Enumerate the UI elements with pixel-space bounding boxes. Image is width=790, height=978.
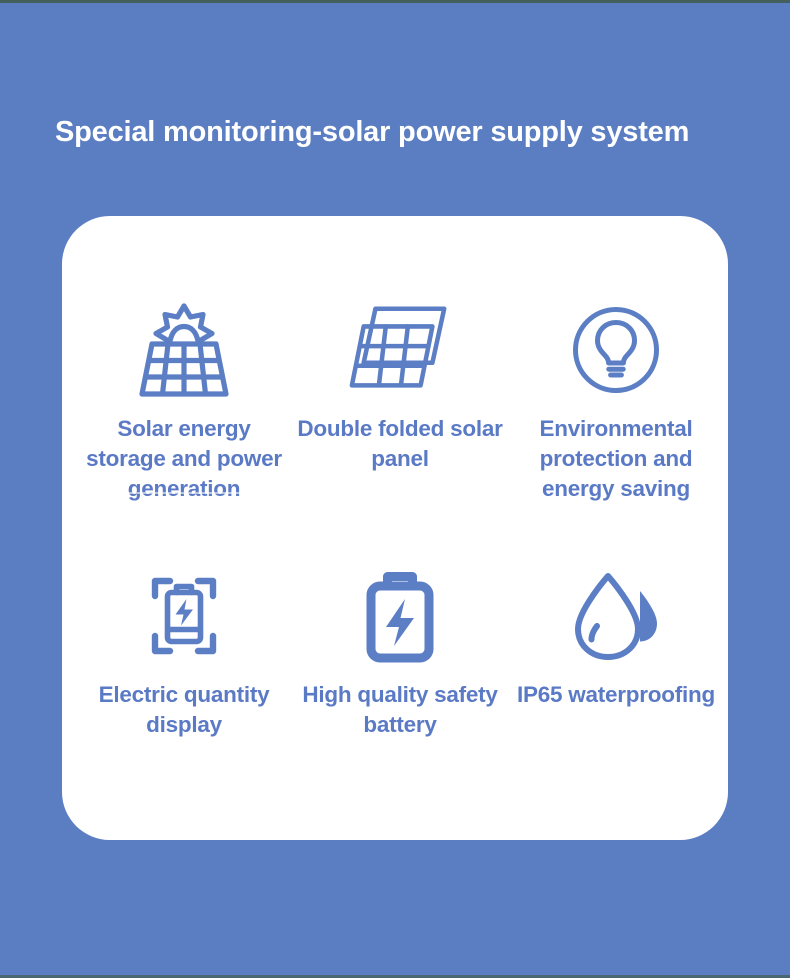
battery-scan-display-icon xyxy=(130,564,238,668)
double-folded-solar-panel-icon xyxy=(346,298,454,402)
feature-item-solar-energy-storage[interactable]: Solar energy storage and power generatio… xyxy=(76,298,292,546)
battery-bolt-icon xyxy=(346,564,454,668)
bottom-edge-strip xyxy=(0,975,790,978)
feature-item-double-folded-panel[interactable]: Double folded solar panel xyxy=(292,298,508,546)
feature-card: Solar energy storage and power generatio… xyxy=(62,216,728,840)
feature-item-safety-battery[interactable]: High quality safety battery xyxy=(292,546,508,794)
feature-label: High quality safety battery xyxy=(302,682,498,737)
feature-grid: Solar energy storage and power generatio… xyxy=(62,216,728,840)
feature-label: Electric quantity display xyxy=(98,682,270,737)
feature-item-electric-quantity-display[interactable]: Electric quantity display xyxy=(76,546,292,794)
page-title: Special monitoring-solar power supply sy… xyxy=(55,116,690,149)
water-droplet-icon xyxy=(562,564,670,668)
top-edge-strip xyxy=(0,0,790,3)
feature-label: IP65 waterproofing xyxy=(516,682,716,707)
feature-label: Environmental protection and energy savi… xyxy=(539,416,693,501)
feature-label: Solar energy storage and power generatio… xyxy=(86,416,282,501)
lightbulb-circle-icon xyxy=(562,298,670,402)
feature-label: Double folded solar panel xyxy=(297,416,503,471)
solar-panel-sun-icon xyxy=(130,298,238,402)
feature-item-ip65-waterproofing[interactable]: IP65 waterproofing xyxy=(508,546,724,794)
feature-item-environmental-protection[interactable]: Environmental protection and energy savi… xyxy=(508,298,724,546)
